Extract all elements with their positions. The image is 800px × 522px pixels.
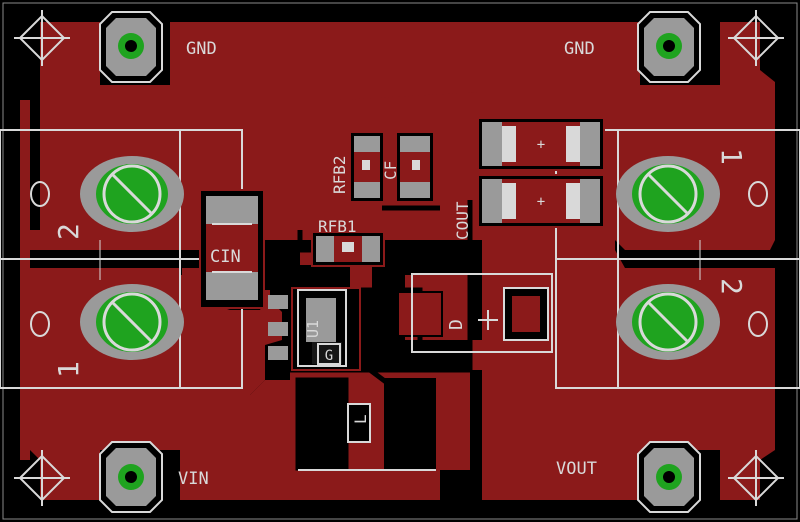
rfb2-resistor [349, 131, 385, 203]
fiducial-bottom-left [14, 450, 70, 506]
terminal-pads [80, 156, 720, 360]
label-u1: U1 [304, 320, 322, 338]
u1-regulator [268, 287, 361, 371]
cin-capacitor [199, 189, 265, 309]
g-marker-box [317, 343, 341, 365]
label-g: G [325, 348, 333, 364]
label-vin: VIN [178, 469, 209, 489]
cout-capacitors: + + [477, 117, 605, 228]
terminal-pad-right-top [616, 156, 720, 232]
label-cin: CIN [210, 247, 241, 267]
svg-text:+: + [537, 137, 545, 153]
copper-trace-rfb1 [350, 265, 372, 290]
fiducial-top-right [728, 10, 784, 66]
label-d: D [446, 319, 467, 330]
silkscreen-labels: GND GND VIN VOUT RFB2 CF RFB1 COUT CIN U… [52, 39, 748, 489]
label-gnd-right: GND [564, 39, 595, 59]
terminal-pad-left-top [80, 156, 184, 232]
svg-text:+: + [537, 194, 545, 210]
copper-left-edge [20, 100, 30, 460]
label-term-right-1: 1 [715, 148, 748, 165]
test-points [99, 11, 701, 513]
tp-vout [637, 441, 701, 513]
label-rfb1: RFB1 [318, 217, 357, 236]
label-term-left-1: 1 [52, 361, 85, 378]
rfb1-resistor [311, 231, 385, 267]
label-gnd-left: GND [186, 39, 217, 59]
copper-bottom-pad-2 [350, 480, 370, 500]
fiducials [14, 10, 784, 506]
label-l: L [351, 414, 370, 424]
label-cout: COUT [453, 201, 472, 240]
label-term-left-2: 2 [52, 223, 85, 240]
tp-vin [99, 441, 163, 513]
copper-bottom-pad [380, 480, 440, 500]
fiducial-bottom-right [728, 450, 784, 506]
label-cf: CF [381, 161, 400, 180]
label-vout: VOUT [556, 459, 597, 479]
terminal-block-right [555, 129, 800, 389]
tp-gnd-left [99, 11, 163, 83]
fiducial-top-left [14, 10, 70, 66]
copper-top-trace [340, 92, 480, 125]
copper-link [470, 340, 482, 370]
label-rfb2: RFB2 [330, 155, 349, 194]
l-inductor [295, 377, 436, 471]
d-diode [397, 273, 553, 353]
copper-vout-pour [482, 232, 775, 500]
tp-gnd-right [637, 11, 701, 83]
terminal-pad-left-bottom [80, 284, 184, 360]
label-term-right-2: 2 [715, 278, 748, 295]
cf-capacitor [395, 131, 435, 203]
terminal-pad-right-bottom [616, 284, 720, 360]
